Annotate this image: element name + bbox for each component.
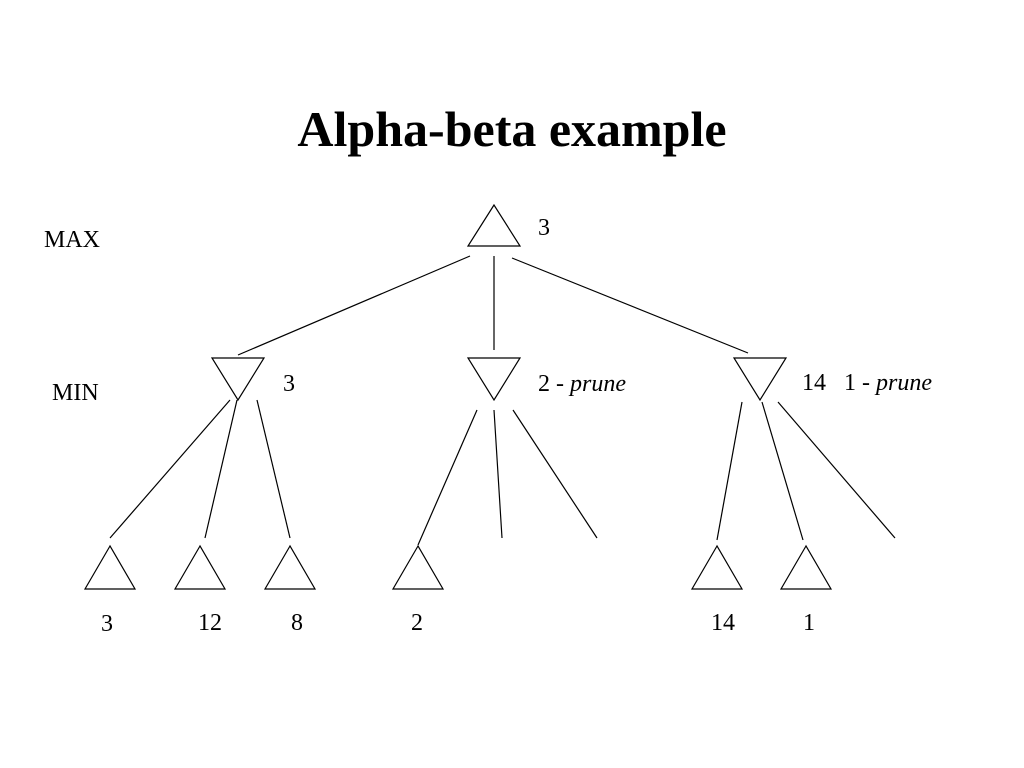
edge-min2-pruned2	[512, 409, 598, 539]
min-node-2-value: 2 - prune	[538, 371, 626, 397]
edge-min2-pruned1	[493, 409, 503, 539]
leaf-node-2	[173, 544, 227, 590]
edge-min3-leaf6	[761, 401, 804, 541]
edge-min1-leaf3	[256, 399, 291, 539]
min-level-label: MIN	[52, 380, 99, 406]
leaf-node-3	[263, 544, 317, 590]
edge-min1-leaf2	[204, 399, 238, 539]
min-node-3-value: 14 1 - prune	[802, 370, 932, 396]
leaf-value-1: 3	[101, 611, 113, 637]
edge-min1-leaf1	[109, 399, 231, 539]
leaf-value-6: 1	[803, 610, 815, 636]
leaf-node-1	[83, 544, 137, 590]
min-node-1	[210, 357, 266, 402]
root-value: 3	[538, 215, 550, 241]
edge-min2-leaf4	[417, 409, 478, 546]
max-level-label: MAX	[44, 227, 100, 253]
leaf-node-5	[690, 544, 744, 590]
min-node-1-value: 3	[283, 371, 295, 397]
min-node-3	[732, 357, 788, 402]
prune-label-3: prune	[874, 370, 932, 396]
root-max-node	[466, 203, 522, 247]
leaf-value-5: 14	[711, 610, 735, 636]
edge-root-min3	[511, 257, 749, 354]
edge-min3-leaf5	[716, 401, 743, 541]
page-title: Alpha-beta example	[297, 101, 727, 157]
edge-root-min1	[237, 255, 471, 356]
edge-min3-pruned	[777, 401, 896, 539]
prune-label-2: prune	[568, 371, 626, 397]
leaf-value-4: 2	[411, 610, 423, 636]
leaf-value-2: 12	[198, 610, 222, 636]
min-node-2	[466, 357, 522, 402]
leaf-value-3: 8	[291, 610, 303, 636]
leaf-node-6	[779, 544, 833, 590]
leaf-node-4	[391, 544, 445, 590]
